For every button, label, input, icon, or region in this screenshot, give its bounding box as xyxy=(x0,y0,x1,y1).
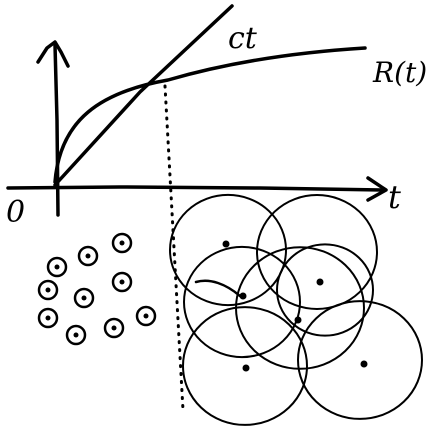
dotted-intersection-line xyxy=(165,86,183,410)
small-circle-dot xyxy=(74,333,79,338)
small-circle-dot xyxy=(120,241,125,246)
curve-r-of-t xyxy=(55,48,365,182)
small-circle-dot xyxy=(46,288,51,293)
label-origin: 0 xyxy=(6,195,25,230)
y-axis-arrowhead xyxy=(38,42,68,66)
small-circle-dot xyxy=(55,265,60,270)
large-circle xyxy=(184,247,300,357)
small-circle-cluster xyxy=(39,234,155,344)
x-axis xyxy=(8,187,385,190)
axes xyxy=(8,42,386,215)
small-circle-dot xyxy=(120,280,125,285)
stray-arc xyxy=(196,281,240,296)
small-circle-dot xyxy=(144,314,149,319)
label-ct: ct xyxy=(228,21,258,56)
large-circle-center-dot xyxy=(223,241,230,248)
y-axis xyxy=(55,45,58,215)
small-circle-dot xyxy=(46,316,51,321)
line-ct xyxy=(55,6,232,185)
large-circle-center-dot xyxy=(243,365,250,372)
small-circle-dot xyxy=(82,296,87,301)
small-circle-dot xyxy=(86,254,91,259)
large-circle xyxy=(277,244,373,335)
large-circle-center-dot xyxy=(361,361,368,368)
large-circle-cluster xyxy=(170,195,422,425)
large-circle-center-dot xyxy=(317,279,324,286)
label-t-axis: t xyxy=(388,178,401,216)
label-r-of-t: R(t) xyxy=(372,56,427,89)
large-circle-center-dot xyxy=(295,317,302,324)
small-circle-dot xyxy=(112,326,117,331)
large-circle xyxy=(298,301,422,419)
